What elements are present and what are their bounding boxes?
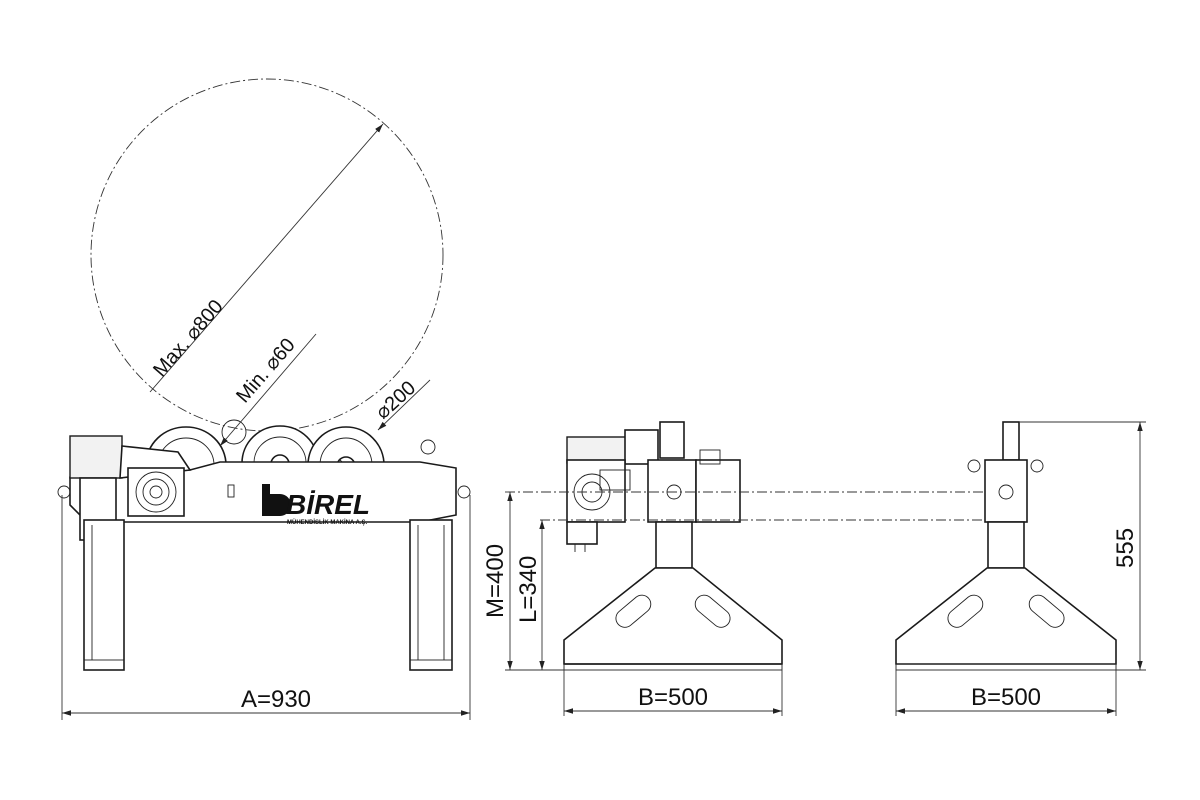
idler-eye-right bbox=[1030, 459, 1044, 473]
brand-name: BİREL bbox=[286, 489, 370, 520]
roller-diameter-label: ⌀200 bbox=[372, 377, 420, 424]
side-motor bbox=[566, 421, 685, 552]
min-diameter-circle bbox=[221, 419, 247, 445]
base-width-label-left: B=500 bbox=[638, 684, 708, 711]
side-base-foot-left bbox=[563, 663, 783, 671]
lifting-eye-front bbox=[420, 439, 436, 455]
side-base-slot-4 bbox=[1028, 594, 1065, 628]
idler-eye-left bbox=[967, 459, 981, 473]
min-diameter-label: Min. ⌀60 bbox=[232, 334, 300, 407]
height-l-label: L=340 bbox=[515, 556, 542, 623]
leg-left bbox=[79, 477, 125, 671]
overall-height-label: 555 bbox=[1112, 528, 1139, 568]
gearbox bbox=[127, 467, 185, 517]
side-base-slot-3 bbox=[947, 594, 984, 628]
side-eye-right bbox=[457, 485, 471, 499]
side-view-left: M=400 L=340 B=500 bbox=[482, 421, 1020, 716]
idler-shaft-top bbox=[1002, 421, 1020, 461]
front-view: Max. ⌀800 Min. ⌀60 ⌀200 bbox=[57, 78, 471, 720]
idler-bearing-block bbox=[984, 459, 1028, 523]
width-label: A=930 bbox=[241, 686, 311, 713]
side-base-slot-2 bbox=[694, 594, 731, 628]
height-m-label: M=400 bbox=[482, 544, 509, 618]
side-base-left bbox=[563, 567, 783, 665]
side-column-left bbox=[655, 521, 693, 569]
brand-subtitle: MÜHENDİSLİK MAKİNA A.Ş. bbox=[287, 519, 368, 526]
frame-slot bbox=[227, 484, 235, 498]
base-width-label-right: B=500 bbox=[971, 684, 1041, 711]
idler-bearing-bolt bbox=[998, 484, 1014, 500]
brand-logo-mark bbox=[262, 484, 291, 516]
side-base-foot-right bbox=[895, 663, 1117, 671]
side-hub bbox=[695, 459, 741, 523]
side-hub-clamp bbox=[699, 449, 721, 465]
side-base-slot-1 bbox=[615, 594, 652, 628]
min-diameter-leader bbox=[219, 333, 317, 447]
side-view-right: B=500 555 bbox=[895, 421, 1146, 716]
side-eye-left bbox=[57, 485, 71, 499]
leg-right bbox=[409, 519, 453, 671]
max-diameter-label: Max. ⌀800 bbox=[149, 296, 227, 382]
side-column-right bbox=[987, 521, 1025, 569]
side-base-right bbox=[895, 567, 1117, 665]
max-diameter-leader bbox=[149, 123, 384, 393]
roller-diameter-leader bbox=[377, 379, 431, 431]
brand-logo: BİREL MÜHENDİSLİK MAKİNA A.Ş. bbox=[262, 484, 370, 526]
side-bearing-block-left bbox=[647, 459, 697, 523]
